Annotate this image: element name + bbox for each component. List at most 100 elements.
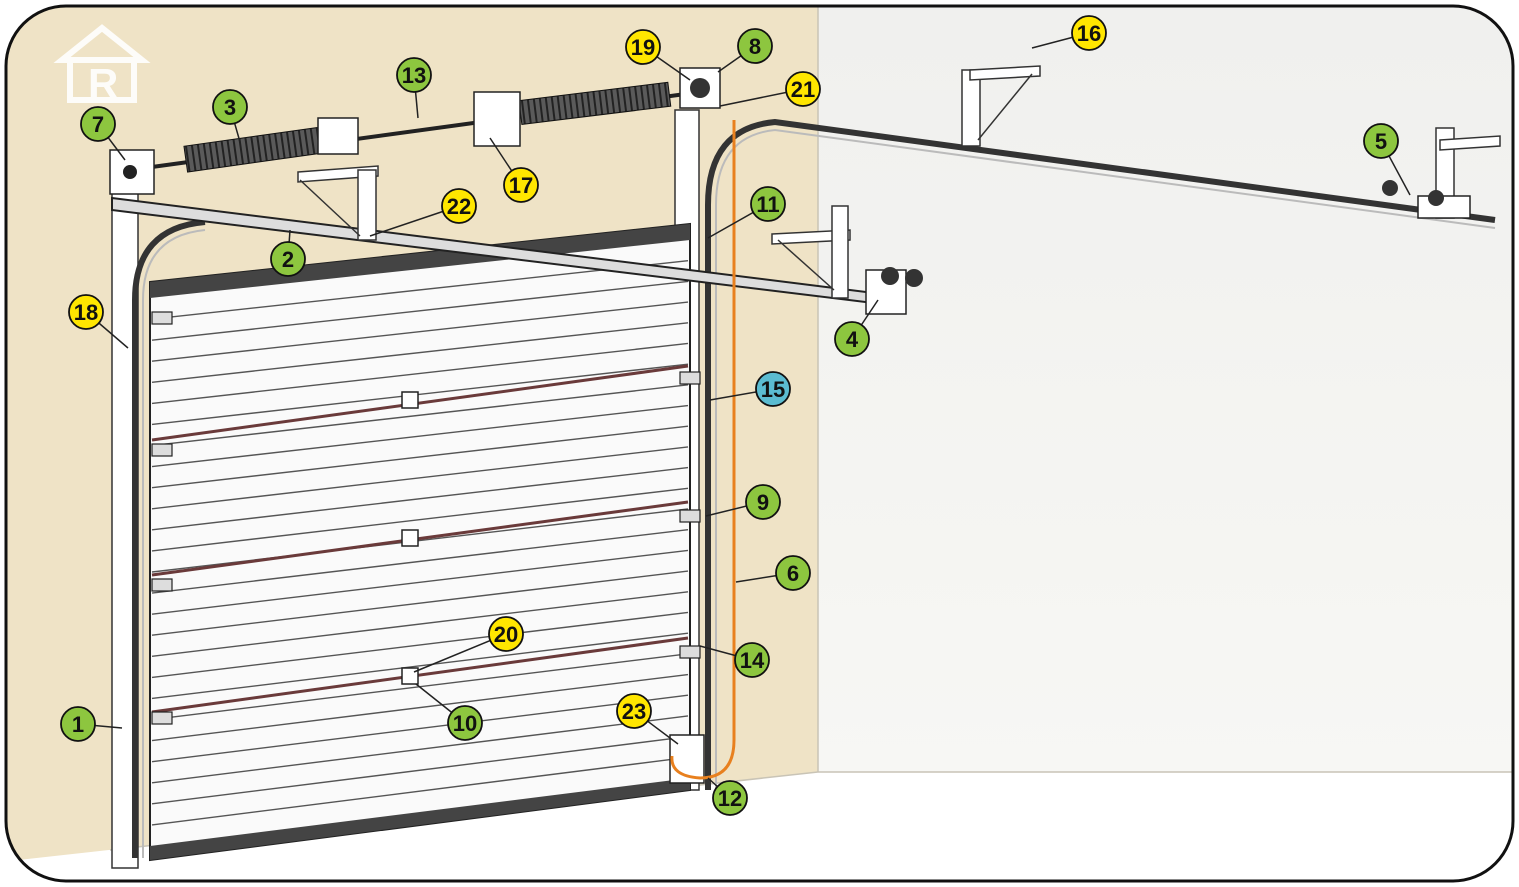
door-rib (151, 632, 689, 700)
side-hinge-roller (679, 371, 701, 385)
callout-badge (734, 642, 770, 678)
section-seam (151, 364, 689, 442)
center-hinge (401, 391, 419, 409)
callout-17: 17 (503, 167, 539, 203)
callout-badge (441, 188, 477, 224)
section-seam (151, 636, 689, 714)
callout-badge (60, 706, 96, 742)
callout-5: 5 (1363, 123, 1399, 159)
door-rib (151, 404, 689, 468)
side-hinge-roller (679, 645, 701, 659)
callout-number: 20 (494, 622, 518, 647)
callout-number: 17 (509, 173, 533, 198)
callout-badge (745, 484, 781, 520)
door-rib (151, 280, 689, 341)
callout-number: 5 (1375, 129, 1387, 154)
callout-badge (80, 106, 116, 142)
callout-number: 13 (402, 63, 426, 88)
callout-badge (488, 616, 524, 652)
door-rib (151, 363, 689, 426)
callout-badge (447, 705, 483, 741)
side-hinge-roller (151, 311, 173, 325)
door-rib (151, 425, 689, 489)
callout-number: 21 (791, 77, 815, 102)
callout-number: 9 (757, 490, 769, 515)
callout-number: 22 (447, 194, 471, 219)
callout-number: 12 (718, 786, 742, 811)
callout-number: 7 (92, 112, 104, 137)
callout-13: 13 (396, 57, 432, 93)
callout-badge (503, 167, 539, 203)
center-hinge (401, 667, 419, 685)
callout-10: 10 (447, 705, 483, 741)
callout-14: 14 (734, 642, 770, 678)
callout-1: 1 (60, 706, 96, 742)
torsion-assembly (109, 67, 721, 195)
door-rib (151, 466, 689, 531)
door-rib (151, 570, 689, 636)
hangers (297, 65, 1501, 299)
callout-badge (616, 693, 652, 729)
callout-2: 2 (270, 241, 306, 277)
callout-number: 16 (1077, 21, 1101, 46)
safety-cable (670, 120, 736, 780)
door-rib (151, 673, 689, 742)
callout-9: 9 (745, 484, 781, 520)
callout-badge (737, 28, 773, 64)
callout-badge (396, 57, 432, 93)
callout-22: 22 (441, 188, 477, 224)
callout-number: 2 (282, 247, 294, 272)
door-rib (151, 715, 689, 784)
callout-19: 19 (625, 29, 661, 65)
callout-badge (270, 241, 306, 277)
callout-badge (1363, 123, 1399, 159)
callout-number: 11 (756, 192, 779, 217)
callout-3: 3 (212, 89, 248, 125)
callout-6: 6 (775, 555, 811, 591)
door-rib (151, 591, 689, 658)
callout-21: 21 (785, 71, 821, 107)
door-rib (151, 735, 689, 805)
door-rib (151, 694, 689, 763)
callout-badge (1071, 15, 1107, 51)
callout-badge (68, 294, 104, 330)
callout-16: 16 (1071, 15, 1107, 51)
door-rib (151, 322, 689, 384)
callout-7: 7 (80, 106, 116, 142)
door-rib (151, 756, 689, 826)
door-rib (151, 342, 689, 405)
callout-number: 23 (622, 699, 646, 724)
callout-badge (755, 371, 791, 407)
callout-number: 1 (72, 712, 84, 737)
door-rib (151, 528, 689, 594)
callout-number: 6 (787, 561, 799, 586)
callout-number: 15 (761, 377, 785, 402)
door-rib (151, 487, 689, 552)
side-hinge-roller (151, 711, 173, 725)
callout-badge (625, 29, 661, 65)
callout-badge (212, 89, 248, 125)
callout-badge (785, 71, 821, 107)
callout-number: 3 (224, 95, 236, 120)
callout-number: 4 (846, 327, 859, 352)
logo-letter: R (88, 60, 118, 107)
section-seam (151, 500, 689, 577)
center-hinge (401, 529, 419, 547)
side-hinge-roller (679, 509, 701, 523)
callout-number: 18 (74, 300, 98, 325)
door-rib (151, 301, 689, 362)
vertical-tracks (132, 118, 1496, 858)
callout-12: 12 (712, 780, 748, 816)
door-rib (151, 446, 689, 510)
house-r-logo-icon: R (53, 24, 151, 107)
callout-badge (750, 186, 786, 222)
callout-20: 20 (488, 616, 524, 652)
callout-number: 10 (453, 711, 477, 736)
side-room (818, 6, 1513, 775)
callout-4: 4 (834, 321, 870, 357)
door-hinges (151, 311, 701, 725)
callout-18: 18 (68, 294, 104, 330)
